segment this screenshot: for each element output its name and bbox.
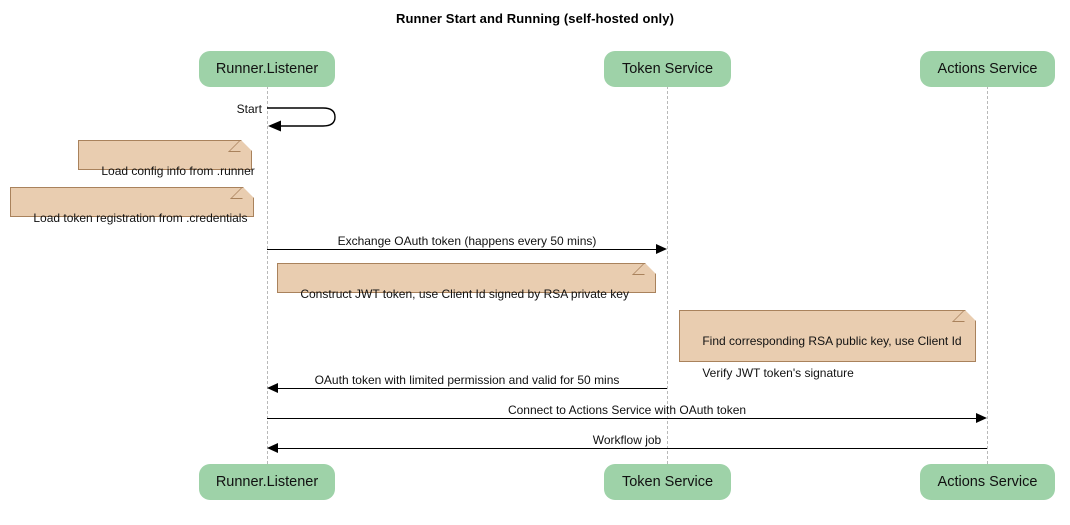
message-self-loop-start [267,106,347,134]
note-verify-jwt-line2: Verify JWT token's signature [702,366,854,380]
note-verify-jwt-line1: Find corresponding RSA public key, use C… [702,334,962,348]
lifeline-token-service [667,86,668,464]
note-fold-icon [241,140,252,151]
note-load-config-text: Load config info from .runner [101,164,255,178]
message-label-start: Start [236,102,262,116]
note-load-config: Load config info from .runner [78,140,255,178]
participant-runner-listener-bottom[interactable]: Runner.Listener [199,464,335,500]
note-load-token-registration-text: Load token registration from .credential… [33,211,248,225]
message-label-oauth-token-reply: OAuth token with limited permission and … [314,373,620,387]
lifeline-runner-listener [267,86,268,464]
note-fold-icon [645,263,656,274]
message-line-exchange-oauth-token [267,249,656,250]
note-load-token-registration: Load token registration from .credential… [10,187,254,225]
participant-runner-listener-top[interactable]: Runner.Listener [199,51,335,87]
note-verify-jwt: Find corresponding RSA public key, use C… [679,310,976,380]
participant-token-service-top[interactable]: Token Service [604,51,731,87]
participant-token-service-bottom[interactable]: Token Service [604,464,731,500]
message-line-workflow-job [278,448,987,449]
diagram-title: Runner Start and Running (self-hosted on… [395,11,675,26]
arrowhead-left-icon [267,442,278,453]
message-label-connect-actions-service: Connect to Actions Service with OAuth to… [507,403,747,417]
message-line-oauth-token-reply [278,388,667,389]
arrowhead-right-icon [976,412,987,423]
note-fold-icon [965,310,976,321]
message-line-connect-actions-service [267,418,976,419]
note-fold-icon [243,187,254,198]
note-construct-jwt: Construct JWT token, use Client Id signe… [277,263,656,301]
message-label-exchange-oauth-token: Exchange OAuth token (happens every 50 m… [337,234,597,248]
lifeline-actions-service [987,86,988,464]
message-label-workflow-job: Workflow job [592,433,662,447]
arrowhead-right-icon [656,243,667,254]
participant-actions-service-top[interactable]: Actions Service [920,51,1055,87]
participant-actions-service-bottom[interactable]: Actions Service [920,464,1055,500]
note-construct-jwt-text: Construct JWT token, use Client Id signe… [300,287,629,301]
arrowhead-left-icon [267,382,278,393]
